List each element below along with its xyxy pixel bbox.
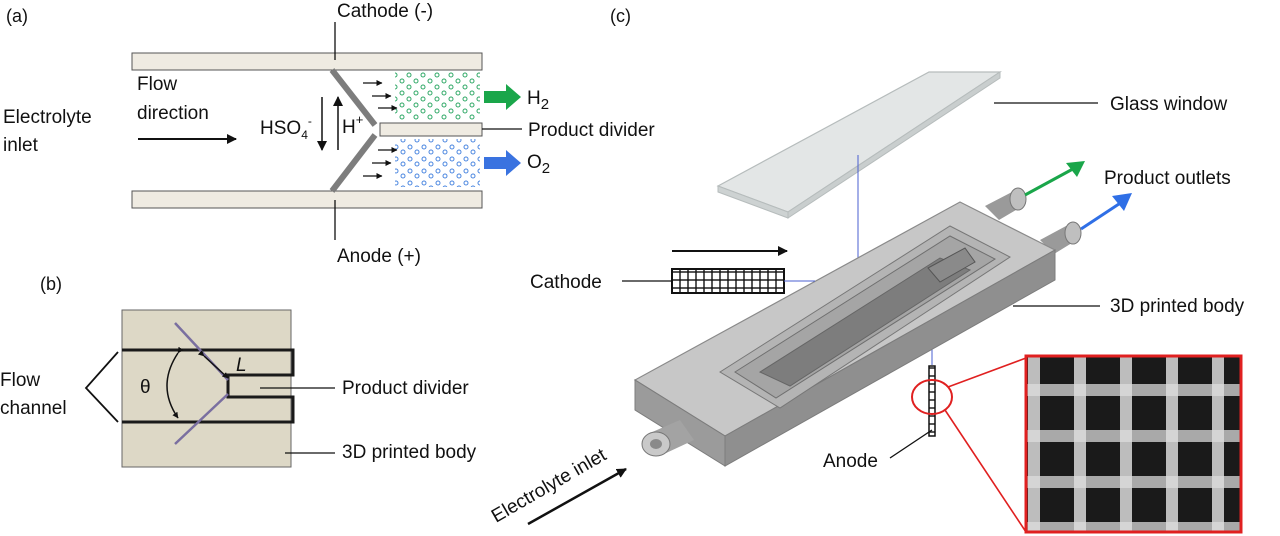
- anode-mesh: [928, 365, 936, 437]
- anode-label: Anode (+): [337, 246, 421, 267]
- anode-electrode: [329, 133, 378, 193]
- panel-b-label: (b): [40, 274, 62, 294]
- panel-a: (a) Cathode (-) Anode (+) HSO4- H+: [3, 1, 655, 267]
- mesh-micrograph: [1024, 354, 1243, 534]
- electrolyte-inlet-label-1: Electrolyte: [3, 107, 92, 128]
- panel-b: (b) θ L Flow channel Product divider 3D …: [0, 274, 477, 468]
- flow-channel-label-1: Flow: [0, 370, 40, 391]
- product-divider-label-a: Product divider: [528, 120, 655, 141]
- flow-direction-label-1: Flow: [137, 74, 177, 95]
- flow-channel-brace: [84, 351, 119, 423]
- electrolyte-inlet-label-2: inlet: [3, 135, 39, 156]
- top-plate: [131, 52, 483, 71]
- h2-arrow: [484, 84, 521, 110]
- theta-arc: [166, 346, 184, 419]
- printed-body-label-c: 3D printed body: [1110, 296, 1245, 317]
- o2-label: O2: [527, 152, 550, 177]
- h2-label: H2: [527, 88, 549, 113]
- local-flow-arrows: [363, 80, 398, 179]
- theta-label: θ: [140, 377, 151, 398]
- o2-arrow: [484, 150, 521, 176]
- zoom-line-top: [947, 357, 1027, 388]
- bottom-plate: [131, 190, 483, 209]
- product-divider-label-b: Product divider: [342, 378, 469, 399]
- cathode-electrode: [329, 68, 378, 127]
- zoom-line-bottom: [944, 409, 1027, 533]
- electrolyte-inlet-arrow: [527, 467, 627, 526]
- cathode-mesh: [671, 268, 785, 294]
- hplus-label: H+: [342, 112, 363, 138]
- hso4-label: HSO4-: [260, 114, 312, 142]
- o2-bubbles: [395, 139, 480, 187]
- glass-window: [716, 71, 1002, 219]
- blue-outlet-head: [1112, 193, 1132, 211]
- glass-window-label: Glass window: [1110, 94, 1227, 115]
- panel-c: (c) Glass window: [488, 6, 1245, 534]
- flow-channel-label-2: channel: [0, 398, 67, 419]
- panel-c-label: (c): [610, 6, 631, 26]
- cathode-label: Cathode (-): [337, 1, 433, 22]
- inlet-tube: [641, 420, 694, 457]
- printed-body: [633, 201, 1057, 467]
- l-label: L: [236, 355, 247, 376]
- printed-body-label-b: 3D printed body: [342, 442, 477, 463]
- product-divider-plate: [379, 122, 483, 137]
- channel-outline: [122, 348, 295, 424]
- electrolyte-inlet-label-c: Electrolyte inlet: [488, 444, 611, 527]
- zoom-circle: [911, 379, 953, 415]
- panel-a-label: (a): [6, 6, 28, 26]
- cathode-label-c: Cathode: [530, 272, 602, 293]
- product-outlets-label: Product outlets: [1104, 168, 1231, 189]
- green-outlet-head: [1066, 161, 1085, 177]
- anode-label-c: Anode: [823, 451, 878, 472]
- flow-direction-label-2: direction: [137, 103, 209, 124]
- anode-lead: [889, 429, 933, 459]
- l-dimension: [197, 350, 229, 379]
- h2-bubbles: [395, 72, 480, 120]
